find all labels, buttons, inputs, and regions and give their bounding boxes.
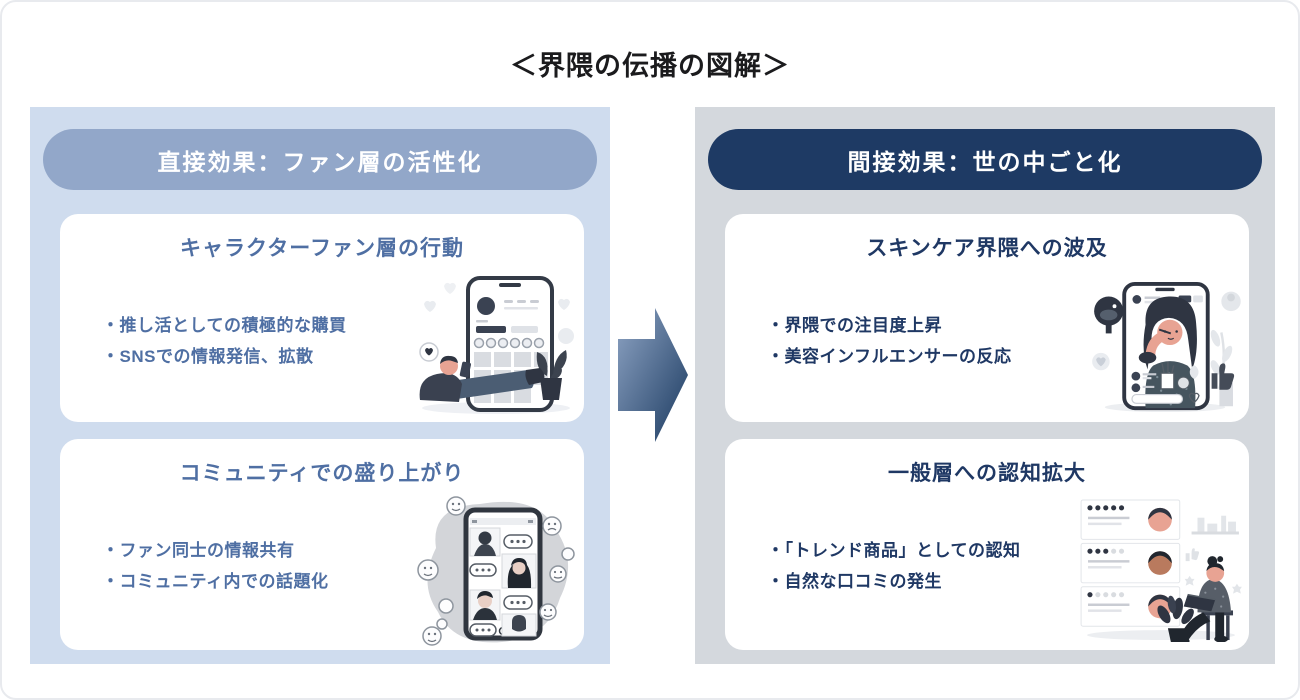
- bullet-item: ・推し活としての積極的な購買: [102, 316, 347, 335]
- flow-arrow-icon: [618, 308, 688, 442]
- right-panel-header: 間接効果：世の中ごと化: [708, 129, 1262, 190]
- bullet-item: ・美容インフルエンサーの反応: [767, 347, 1012, 366]
- left-panel-header: 直接効果：ファン層の活性化: [43, 129, 597, 190]
- social-profile-phone-illustration: [416, 276, 578, 416]
- bullet-item: ・「トレンド商品」としての認知: [767, 541, 1021, 560]
- beauty-influencer-phone-icon: [1092, 281, 1241, 413]
- card-community-buzz: コミュニティでの盛り上がり ・ファン同士の情報共有 ・コミュニティ内での話題化: [60, 439, 584, 650]
- community-chat-phone-illustration: [402, 490, 582, 648]
- bullet-item: ・ファン同士の情報共有: [102, 541, 295, 560]
- card-bullets: ・推し活としての積極的な購買 ・SNSでの情報発信、拡散: [102, 310, 347, 372]
- card-title: コミュニティでの盛り上がり: [179, 462, 465, 485]
- left-panel-direct-effect: 直接効果：ファン層の活性化 キャラクターファン層の行動 ・推し活としての積極的な…: [30, 107, 610, 664]
- card-title: 一般層への認知拡大: [888, 462, 1086, 485]
- reviews-laptop-icon: [1080, 499, 1242, 642]
- page-title: ＜界隈の伝播の図解＞: [510, 51, 790, 81]
- reviews-laptop-illustration: [1077, 496, 1245, 642]
- card-skincare-spread: スキンケア界隈への波及 ・界隈での注目度上昇 ・美容インフルエンサーの反応: [725, 214, 1249, 422]
- card-bullets: ・界隈での注目度上昇 ・美容インフルエンサーの反応: [767, 310, 1012, 372]
- card-title: スキンケア界隈への波及: [866, 237, 1108, 260]
- card-fan-behavior: キャラクターファン層の行動 ・推し活としての積極的な購買 ・SNSでの情報発信、…: [60, 214, 584, 422]
- bullet-item: ・コミュニティ内での話題化: [102, 572, 329, 591]
- bullet-item: ・界隈での注目度上昇: [767, 316, 942, 335]
- card-general-awareness: 一般層への認知拡大 ・「トレンド商品」としての認知 ・自然な口コミの発生: [725, 439, 1249, 650]
- card-title: キャラクターファン層の行動: [180, 237, 464, 260]
- bullet-item: ・自然な口コミの発生: [767, 572, 942, 591]
- right-panel-indirect-effect: 間接効果：世の中ごと化 スキンケア界隈への波及 ・界隈での注目度上昇 ・美容イン…: [695, 107, 1275, 664]
- card-bullets: ・ファン同士の情報共有 ・コミュニティ内での話題化: [102, 535, 328, 597]
- community-chat-phone-icon: [417, 496, 575, 646]
- bullet-item: ・SNSでの情報発信、拡散: [102, 347, 314, 366]
- card-bullets: ・「トレンド商品」としての認知 ・自然な口コミの発生: [767, 535, 1021, 597]
- beauty-influencer-phone-illustration: [1089, 280, 1241, 414]
- social-profile-phone-icon: [419, 276, 574, 414]
